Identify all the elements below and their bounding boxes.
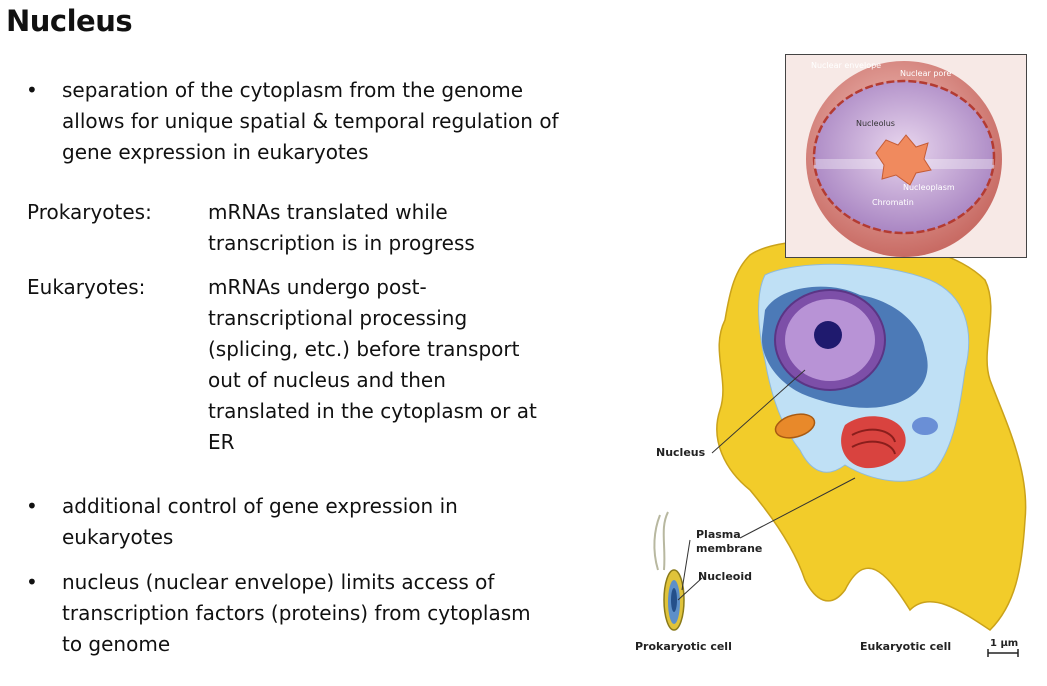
eukaryotic-cell-label: Eukaryotic cell [860,640,952,653]
plasma-membrane-label-line1: Plasma [696,528,741,541]
eukaryotes-description: mRNAs undergo post-transcriptional proce… [208,275,537,454]
chromatin-label: Chromatin [872,198,914,207]
vesicle [912,417,938,435]
nucleoid-label: Nucleoid [698,570,752,583]
cell-figure: Nuclear envelope Nuclear pore Nucleolus … [630,50,1035,660]
scale-bar [987,649,1019,657]
cell-illustration [653,240,1027,657]
nucleus-label: Nucleus [656,446,706,459]
bullet-text: separation of the cytoplasm from the gen… [62,78,559,164]
nucleolus-label: Nucleolus [856,119,895,128]
prokaryotes-label: Prokaryotes: [27,200,152,224]
eukaryotes-label: Eukaryotes: [27,275,146,299]
nucleus-inset: Nuclear envelope Nuclear pore Nucleolus … [785,54,1027,258]
scale-bar-label: 1 µm [990,638,1019,649]
prokaryotic-cell-shape [653,511,685,631]
nucleoplasm-label: Nucleoplasm [903,183,955,192]
nucleoid-leader-line [677,577,703,601]
mitochondrion [774,413,816,439]
slide-title: Nucleus [6,4,133,38]
nucleus-inset-illustration [806,61,1002,257]
nuclear-envelope-label: Nuclear envelope [811,61,882,70]
bullet-text: nucleus (nuclear envelope) limits access… [62,570,531,656]
plasma-membrane-pro-leader-line [681,539,691,591]
bullet-text: additional control of gene expression in… [62,494,458,549]
nucleolus-shape [814,321,842,349]
prokaryotic-cell-label: Prokaryotic cell [635,640,732,653]
bullet-dot: • [26,494,38,518]
nuclear-pore-label: Nuclear pore [900,69,952,78]
plasma-membrane-label-line2: membrane [696,542,763,555]
plasma-membrane-leader-line [739,477,856,539]
nucleolus-inset-shape [875,134,932,186]
bullet-dot: • [26,78,38,102]
nucleus-leader-line [711,369,806,454]
bullet-dot: • [26,570,38,594]
prokaryotes-description: mRNAs translated while transcription is … [208,200,475,255]
golgi-apparatus [841,416,906,469]
